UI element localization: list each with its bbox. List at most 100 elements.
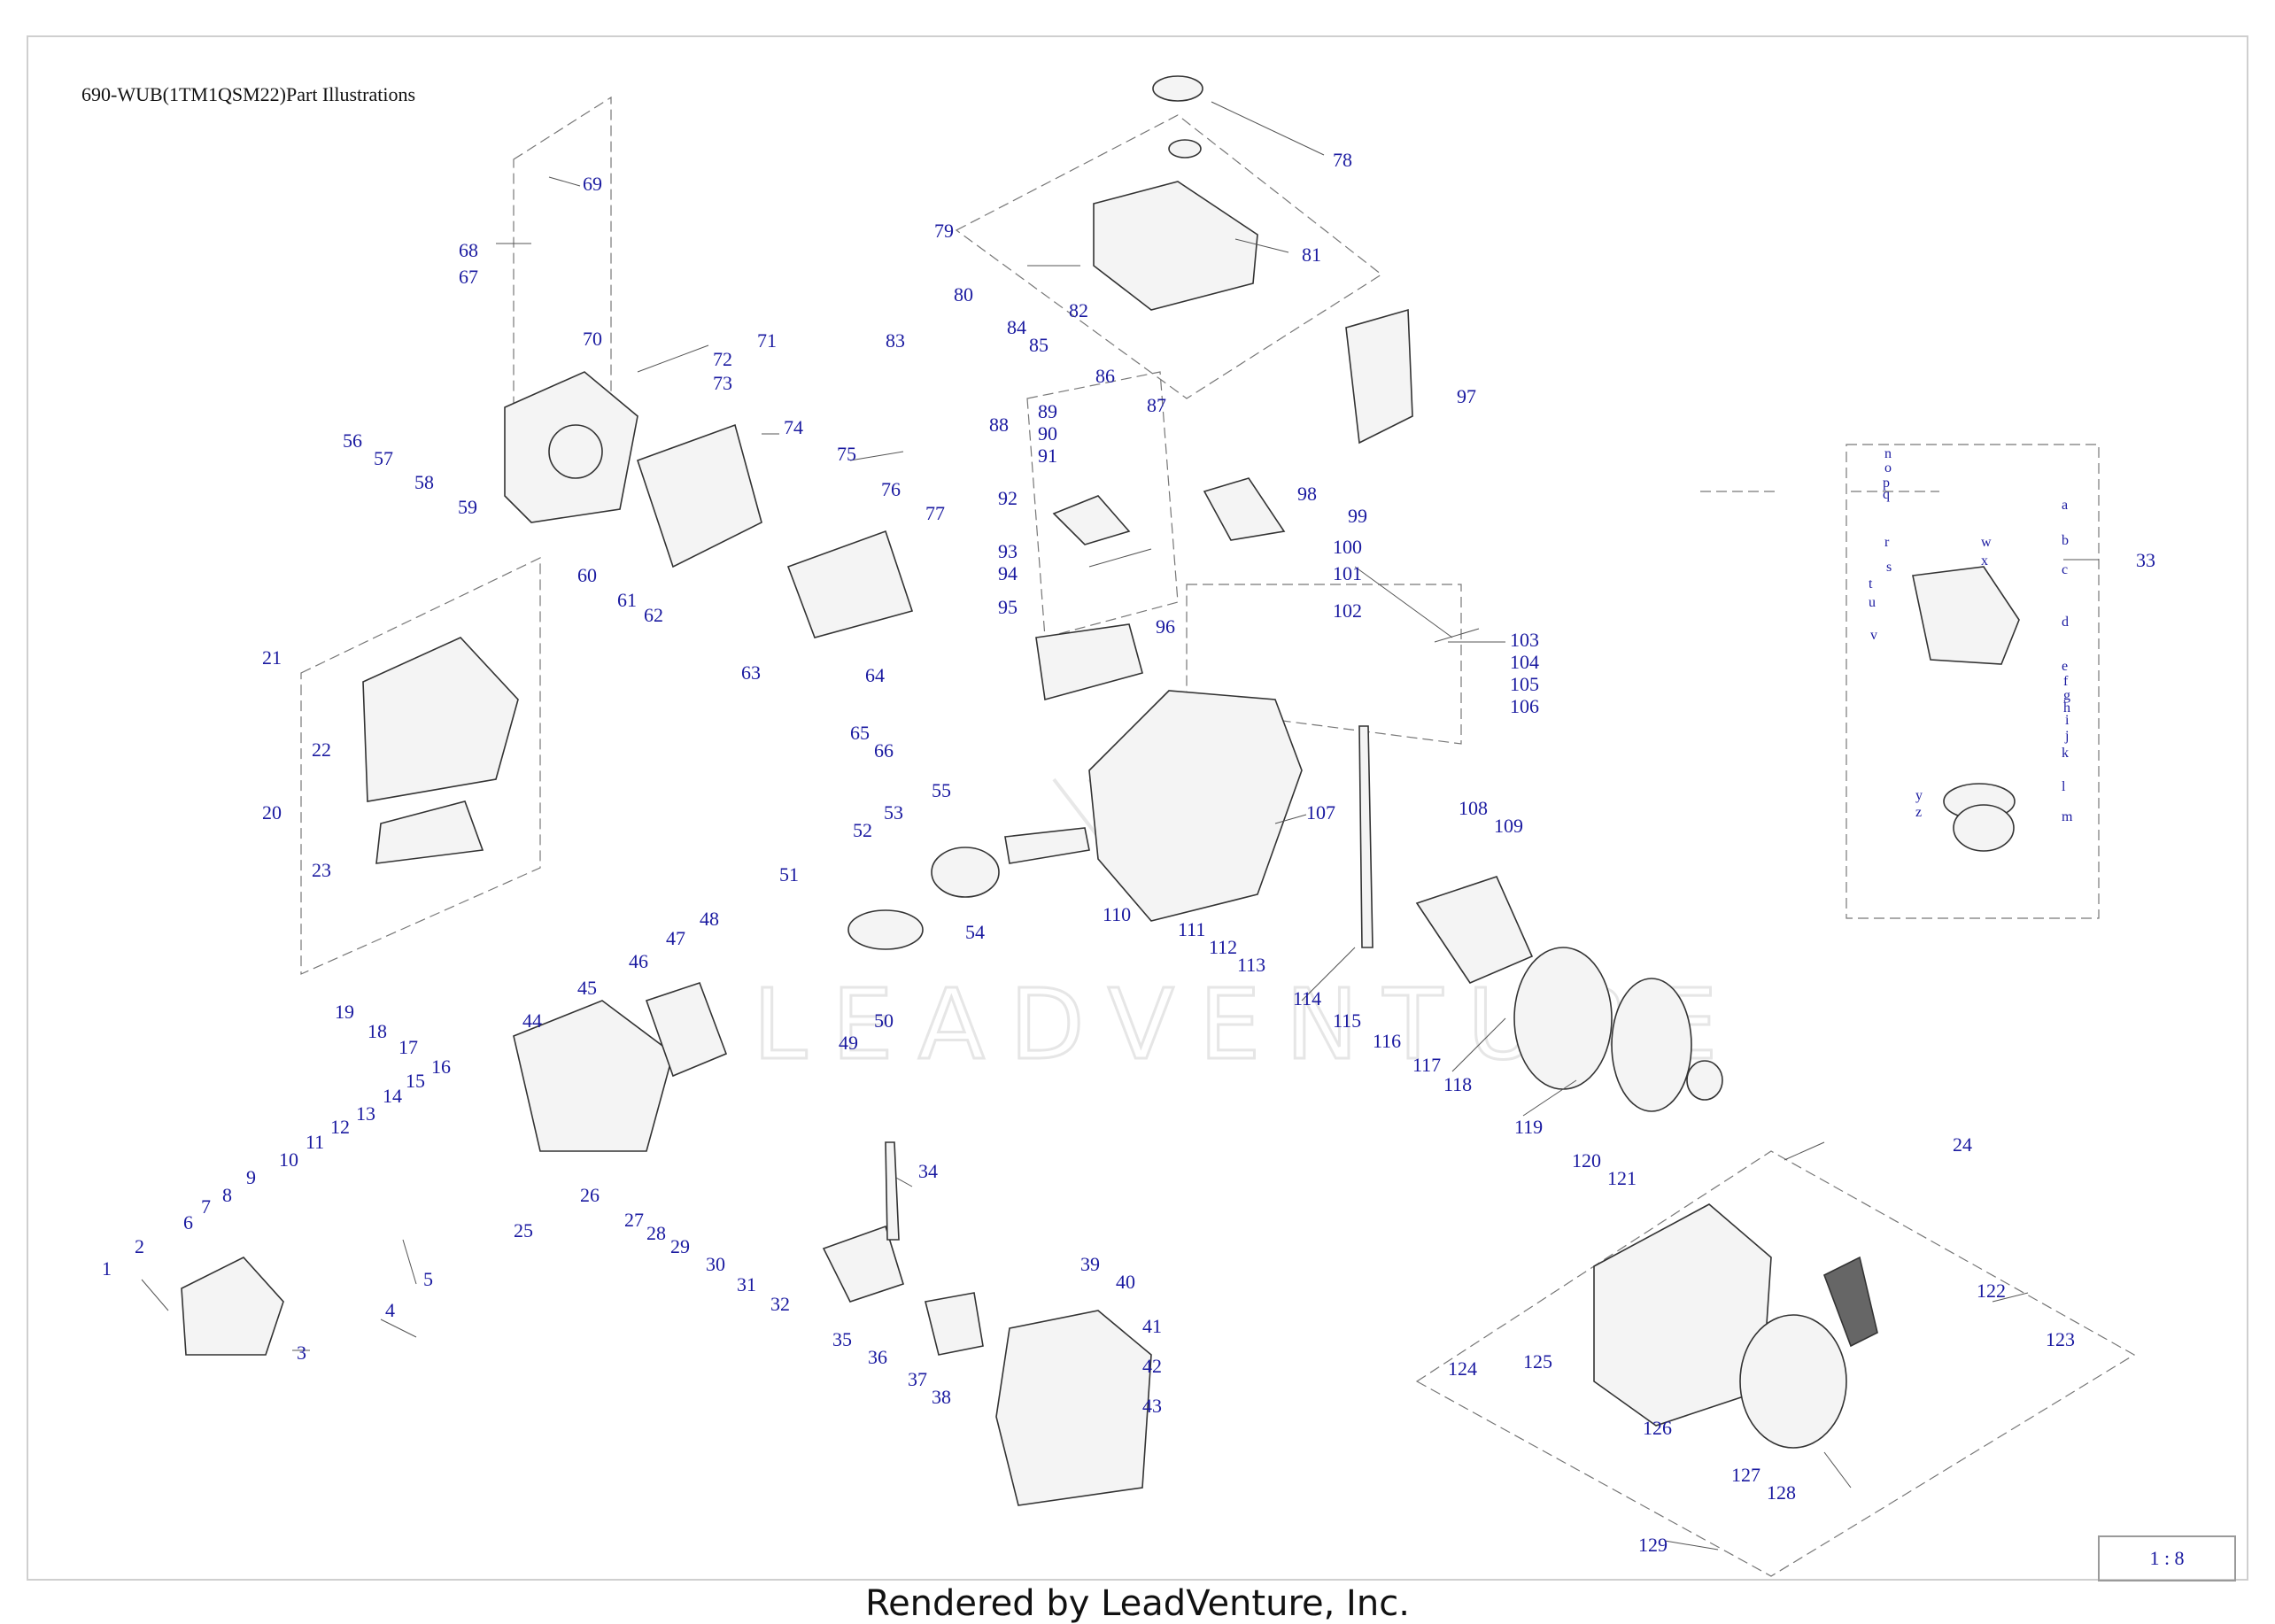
letter-u: u <box>1869 595 1876 610</box>
callout-38: 38 <box>932 1386 951 1408</box>
callout-80: 80 <box>954 283 973 305</box>
callout-108: 108 <box>1459 797 1488 819</box>
callout-105: 105 <box>1510 673 1539 695</box>
callout-82: 82 <box>1069 299 1088 321</box>
callout-63: 63 <box>741 661 761 684</box>
callout-33: 33 <box>2136 549 2155 571</box>
letter-p: p <box>1883 476 1890 491</box>
callout-22: 22 <box>312 739 331 761</box>
callout-69: 69 <box>583 173 602 195</box>
callout-52: 52 <box>853 819 872 841</box>
letter-z: z <box>1915 805 1922 820</box>
letter-i: i <box>2065 713 2070 728</box>
callout-41: 41 <box>1142 1315 1162 1337</box>
assembly-group-outlines <box>300 96 2136 1577</box>
callout-29: 29 <box>670 1235 690 1257</box>
scale-indicator: 1 : 8 <box>2098 1535 2236 1581</box>
callout-114: 114 <box>1293 987 1321 1009</box>
letter-d: d <box>2062 615 2069 630</box>
callout-79: 79 <box>934 220 954 242</box>
callout-120: 120 <box>1572 1149 1601 1172</box>
leader-lines <box>141 101 2099 1551</box>
callout-93: 93 <box>998 540 1018 562</box>
callout-98: 98 <box>1297 483 1317 505</box>
letter-k: k <box>2062 746 2069 761</box>
callout-14: 14 <box>383 1085 402 1107</box>
callout-61: 61 <box>617 589 637 611</box>
callout-111: 111 <box>1178 918 1205 940</box>
callout-60: 60 <box>577 564 597 586</box>
callout-67: 67 <box>459 266 478 288</box>
letter-e: e <box>2062 659 2068 674</box>
callout-106: 106 <box>1510 695 1539 717</box>
carburetor-letter-labels: a b c d e f g h i j k l m n o p q r s t … <box>1869 446 2073 824</box>
callout-72: 72 <box>713 348 732 370</box>
callout-25: 25 <box>514 1219 533 1241</box>
callout-86: 86 <box>1095 365 1115 387</box>
rendered-by-footer: Rendered by LeadVenture, Inc. <box>865 1583 1410 1624</box>
callout-57: 57 <box>374 447 393 469</box>
callout-100: 100 <box>1333 536 1362 558</box>
callout-123: 123 <box>2046 1328 2075 1350</box>
letter-j: j <box>2064 729 2069 744</box>
callout-104: 104 <box>1510 651 1539 673</box>
callout-124: 124 <box>1448 1357 1477 1380</box>
callout-126: 126 <box>1643 1417 1672 1439</box>
part-silhouettes <box>181 75 2020 1506</box>
callout-91: 91 <box>1038 445 1057 467</box>
callout-119: 119 <box>1514 1116 1543 1138</box>
callout-99: 99 <box>1348 505 1367 527</box>
callout-76: 76 <box>881 478 901 500</box>
callout-83: 83 <box>886 329 905 352</box>
callout-24: 24 <box>1953 1133 1972 1156</box>
callout-70: 70 <box>583 328 602 350</box>
drawing-frame <box>27 35 2248 1581</box>
letter-t: t <box>1869 576 1873 592</box>
callout-19: 19 <box>335 1001 354 1023</box>
letter-b: b <box>2062 533 2069 548</box>
callout-85: 85 <box>1029 334 1049 356</box>
letter-w: w <box>1981 535 1992 550</box>
callout-107: 107 <box>1306 801 1335 824</box>
callout-56: 56 <box>343 429 362 452</box>
callout-23: 23 <box>312 859 331 881</box>
callout-9: 9 <box>246 1166 256 1188</box>
callout-88: 88 <box>989 414 1009 436</box>
callout-45: 45 <box>577 977 597 999</box>
callout-51: 51 <box>779 863 799 885</box>
callout-3: 3 <box>297 1342 306 1364</box>
callout-13: 13 <box>356 1102 375 1125</box>
callout-34: 34 <box>918 1160 938 1182</box>
callout-101: 101 <box>1333 562 1362 584</box>
letter-c: c <box>2062 562 2068 577</box>
callout-78: 78 <box>1333 149 1352 171</box>
callout-59: 59 <box>458 496 477 518</box>
callout-125: 125 <box>1523 1350 1552 1373</box>
callout-12: 12 <box>330 1116 350 1138</box>
callout-71: 71 <box>757 329 777 352</box>
callout-89: 89 <box>1038 400 1057 422</box>
letter-y: y <box>1915 788 1923 803</box>
callout-95: 95 <box>998 596 1018 618</box>
callout-2: 2 <box>135 1235 144 1257</box>
callout-58: 58 <box>414 471 434 493</box>
callout-113: 113 <box>1237 954 1265 976</box>
callout-18: 18 <box>368 1020 387 1042</box>
callout-49: 49 <box>839 1032 858 1054</box>
callout-127: 127 <box>1731 1464 1760 1486</box>
callout-73: 73 <box>713 372 732 394</box>
callout-94: 94 <box>998 562 1018 584</box>
letter-q: q <box>1883 487 1890 502</box>
callout-5: 5 <box>423 1268 433 1290</box>
callout-87: 87 <box>1147 394 1166 416</box>
callout-103: 103 <box>1510 629 1539 651</box>
callout-43: 43 <box>1142 1395 1162 1417</box>
callout-115: 115 <box>1333 1009 1361 1032</box>
page-title: 690-WUB(1TM1QSM22)Part Illustrations <box>81 83 416 105</box>
callout-26: 26 <box>580 1184 600 1206</box>
letter-r: r <box>1884 535 1890 550</box>
callout-47: 47 <box>666 927 685 949</box>
callout-30: 30 <box>706 1253 725 1275</box>
callout-77: 77 <box>925 502 945 524</box>
callout-28: 28 <box>646 1222 666 1244</box>
